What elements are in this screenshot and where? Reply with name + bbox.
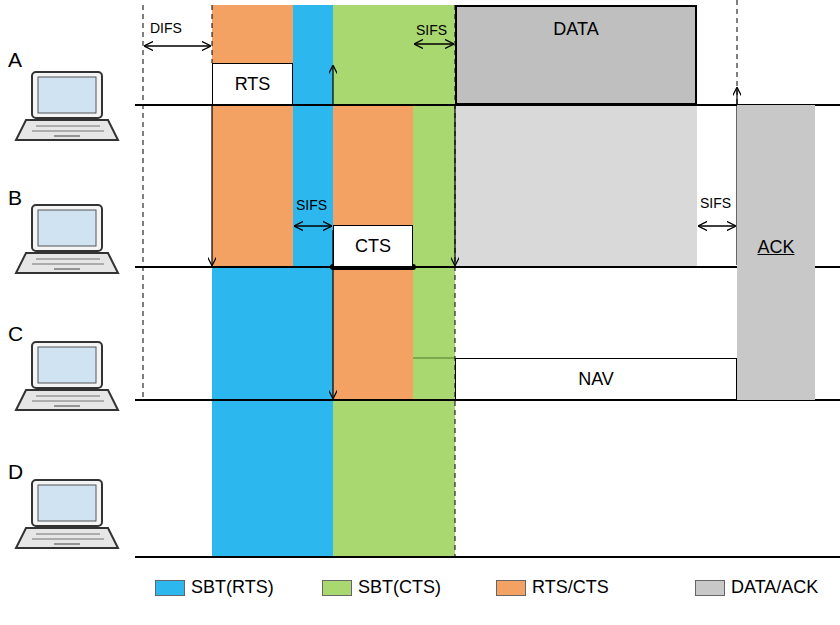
frame-box: CTS: [333, 225, 413, 267]
ack-block: ACK: [737, 105, 815, 400]
frame-box: NAV: [455, 358, 737, 400]
frame-label: ACK: [757, 237, 794, 258]
frame-label: NAV: [578, 369, 614, 390]
legend-swatch: [322, 580, 352, 596]
interval-label: SIFS: [296, 197, 327, 213]
frame-box: RTS: [212, 63, 293, 105]
interval-label: SIFS: [700, 195, 731, 211]
timelines: [135, 105, 840, 557]
legend-text: SBT(CTS): [358, 577, 441, 598]
legend-swatch: [695, 580, 725, 596]
station-letter: B: [8, 186, 22, 210]
legend-text: RTS/CTS: [532, 577, 609, 598]
frame-label: CTS: [355, 236, 391, 257]
station-letter: A: [8, 48, 22, 72]
frame-label: RTS: [235, 74, 271, 95]
signal-arrows: [212, 66, 737, 398]
station-letter: D: [8, 460, 23, 484]
legend-swatch: [155, 580, 185, 596]
interval-label: SIFS: [416, 22, 447, 38]
station-letter: C: [8, 322, 23, 346]
legend-swatch: [496, 580, 526, 596]
laptop-icons: [16, 72, 118, 548]
dashed-guides: [143, 0, 737, 557]
interval-label: DIFS: [150, 20, 182, 36]
legend-text: SBT(RTS): [191, 577, 274, 598]
data-block: DATA: [455, 5, 697, 105]
frame-label: DATA: [553, 19, 598, 40]
busy-tone-blocks: [212, 5, 697, 557]
legend-text: DATA/ACK: [731, 577, 818, 598]
